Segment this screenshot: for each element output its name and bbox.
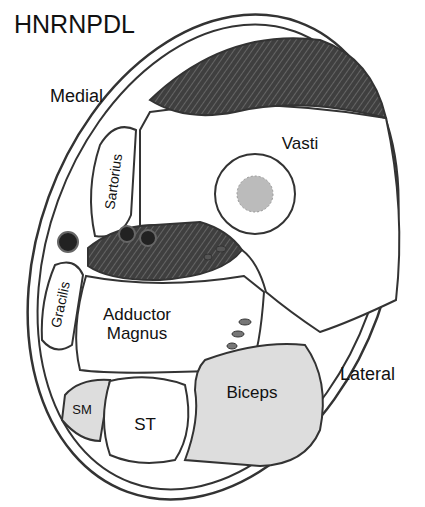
muscle-label: Adductor Magnus bbox=[82, 306, 192, 343]
muscle-shape bbox=[104, 377, 188, 463]
side-label: Lateral bbox=[340, 364, 395, 385]
vessel bbox=[232, 331, 244, 337]
muscle-label: SM bbox=[62, 403, 102, 417]
rectus-femoris bbox=[150, 38, 386, 118]
gene-title: HNRNPDL bbox=[14, 10, 135, 39]
adductor-longus bbox=[88, 222, 242, 280]
muscle-shape bbox=[185, 344, 323, 466]
muscle-region: ST bbox=[95, 368, 201, 472]
muscle-shape bbox=[91, 127, 136, 236]
side-label: Medial bbox=[50, 86, 103, 107]
muscle-label: Vasti bbox=[260, 135, 340, 154]
muscle-region: Sartorius bbox=[85, 118, 140, 243]
femur bbox=[215, 154, 295, 234]
vessel bbox=[239, 319, 251, 325]
vessel bbox=[58, 232, 78, 252]
vessel bbox=[204, 254, 212, 260]
muscle-outline bbox=[180, 338, 335, 470]
muscle-region: Biceps bbox=[180, 338, 335, 470]
muscle-label: ST bbox=[120, 416, 170, 435]
femur-marrow bbox=[237, 176, 273, 212]
vessel bbox=[227, 343, 237, 349]
vessel bbox=[140, 230, 156, 246]
muscle-label: Biceps bbox=[207, 384, 297, 403]
vessel bbox=[216, 246, 226, 252]
vessel bbox=[119, 226, 135, 242]
muscle-shape bbox=[62, 380, 110, 441]
